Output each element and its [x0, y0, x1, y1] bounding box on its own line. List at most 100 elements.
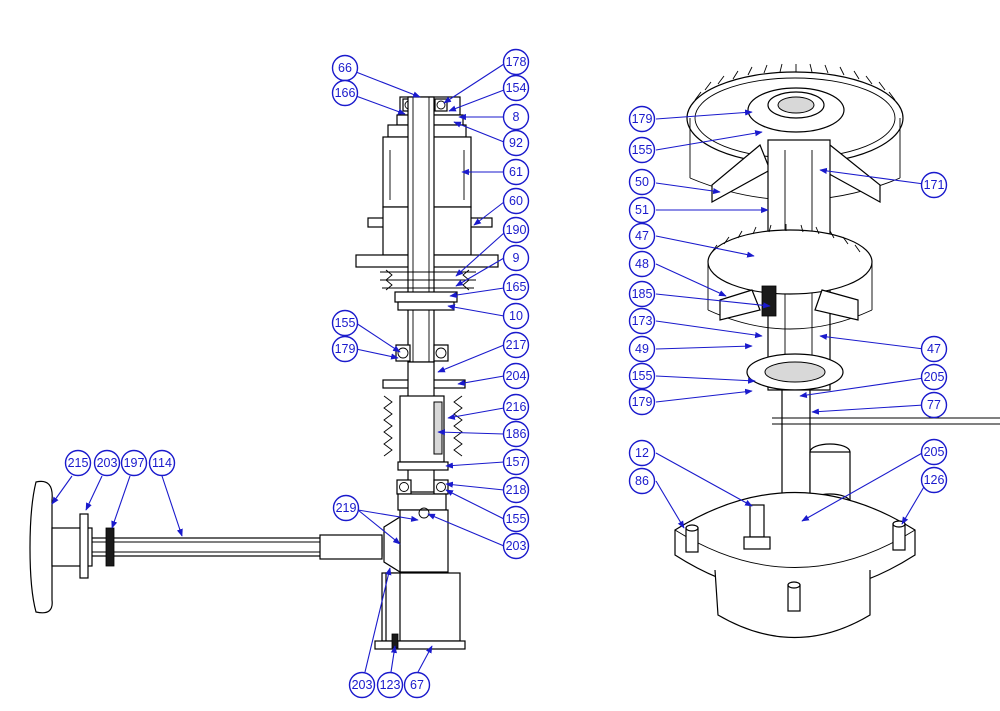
callout-r205-upper: 205 [920, 363, 948, 391]
callout-179-upper-label: 179 [335, 342, 356, 356]
callout-r49-label: 49 [635, 342, 649, 356]
callout-r171-label: 171 [924, 178, 945, 192]
callout-r47-bottom: 47 [920, 335, 948, 363]
callout-219-label: 219 [336, 501, 357, 515]
callout-157: 157 [502, 448, 530, 476]
callout-154: 154 [502, 74, 530, 102]
callout-219: 219 [332, 494, 360, 522]
callout-197-label: 197 [124, 456, 145, 470]
callout-155-upper: 155 [331, 309, 359, 337]
callout-60: 60 [502, 187, 530, 215]
callout-61-label: 61 [509, 165, 523, 179]
callout-92-label: 92 [509, 136, 523, 150]
callout-10-label: 10 [509, 309, 523, 323]
callout-r51: 51 [628, 196, 656, 224]
callout-190: 190 [502, 216, 530, 244]
callout-123-label: 123 [380, 678, 401, 692]
callout-r185: 185 [628, 280, 656, 308]
callout-9-label: 9 [513, 251, 520, 265]
callout-166: 166 [331, 79, 359, 107]
callout-166-label: 166 [335, 86, 356, 100]
callouts-right [655, 109, 929, 529]
callout-217-label: 217 [506, 338, 527, 352]
callout-r179-bottom-label: 179 [632, 395, 653, 409]
callout-216-label: 216 [506, 400, 527, 414]
callout-r205-upper-label: 205 [924, 370, 945, 384]
callout-123: 123 [376, 671, 404, 699]
callout-9: 9 [502, 244, 530, 272]
callout-155-upper-label: 155 [335, 316, 356, 330]
callout-r86-label: 86 [635, 474, 649, 488]
callout-186: 186 [502, 420, 530, 448]
callout-8-label: 8 [513, 110, 520, 124]
callout-66-label: 66 [338, 61, 352, 75]
callout-r77-label: 77 [927, 398, 941, 412]
callout-155-lower: 155 [502, 505, 530, 533]
callout-67-label: 67 [410, 678, 424, 692]
callouts-left [51, 63, 505, 673]
callout-203-gearbox: 203 [502, 532, 530, 560]
callout-114-label: 114 [152, 456, 172, 470]
callout-190-label: 190 [506, 223, 527, 237]
callout-r47-top-label: 47 [635, 229, 649, 243]
callout-r48-label: 48 [635, 257, 649, 271]
callout-r47-top: 47 [628, 222, 656, 250]
callout-178-label: 178 [506, 55, 527, 69]
isometric-view [674, 63, 1000, 638]
callout-r179-top: 179 [628, 105, 656, 133]
callout-r49: 49 [628, 335, 656, 363]
callout-215-label: 215 [68, 456, 89, 470]
callout-203-gearbox-label: 203 [506, 539, 527, 553]
callout-203-bottom-label: 203 [352, 678, 373, 692]
callout-61: 61 [502, 158, 530, 186]
callout-r179-top-label: 179 [632, 112, 653, 126]
callout-r50-label: 50 [635, 175, 649, 189]
callout-197: 197 [120, 449, 148, 477]
callout-10: 10 [502, 302, 530, 330]
callout-r50: 50 [628, 168, 656, 196]
callout-216: 216 [502, 393, 530, 421]
callout-r155-top-label: 155 [632, 143, 653, 157]
callout-179-upper: 179 [331, 335, 359, 363]
callout-r173-label: 173 [632, 314, 653, 328]
section-view [29, 96, 499, 650]
callout-r77: 77 [920, 391, 948, 419]
callout-r155-bottom: 155 [628, 362, 656, 390]
callout-204-label: 204 [506, 369, 527, 383]
callout-r51-label: 51 [635, 203, 649, 217]
callout-r205-lower-label: 205 [924, 445, 945, 459]
callout-r179-bottom: 179 [628, 388, 656, 416]
callout-r12: 12 [628, 439, 656, 467]
callout-r12-label: 12 [635, 446, 649, 460]
callout-165: 165 [502, 273, 530, 301]
callout-r47-bottom-label: 47 [927, 342, 941, 356]
callout-r185-label: 185 [632, 287, 653, 301]
callout-204: 204 [502, 362, 530, 390]
callout-186-label: 186 [506, 427, 527, 441]
callout-154-label: 154 [506, 81, 527, 95]
callout-r126: 126 [920, 466, 948, 494]
callout-r205-lower: 205 [920, 438, 948, 466]
callout-r86: 86 [628, 467, 656, 495]
callout-60-label: 60 [509, 194, 523, 208]
callout-114: 114 [148, 449, 176, 477]
callout-218-label: 218 [506, 483, 527, 497]
callout-balloons: 66 178 166 154 8 92 61 60 190 9 165 10 1… [64, 48, 948, 699]
callout-8: 8 [502, 103, 530, 131]
callout-r48: 48 [628, 250, 656, 278]
callout-215: 215 [64, 449, 92, 477]
callout-r155-top: 155 [628, 136, 656, 164]
callout-165-label: 165 [506, 280, 527, 294]
callout-r155-bottom-label: 155 [632, 369, 653, 383]
callout-r173: 173 [628, 307, 656, 335]
callout-217: 217 [502, 331, 530, 359]
callout-203-shaft: 203 [93, 449, 121, 477]
callout-203-bottom: 203 [348, 671, 376, 699]
callout-203-shaft-label: 203 [97, 456, 118, 470]
callout-66: 66 [331, 54, 359, 82]
callout-155-lower-label: 155 [506, 512, 527, 526]
callout-92: 92 [502, 129, 530, 157]
callout-218: 218 [502, 476, 530, 504]
